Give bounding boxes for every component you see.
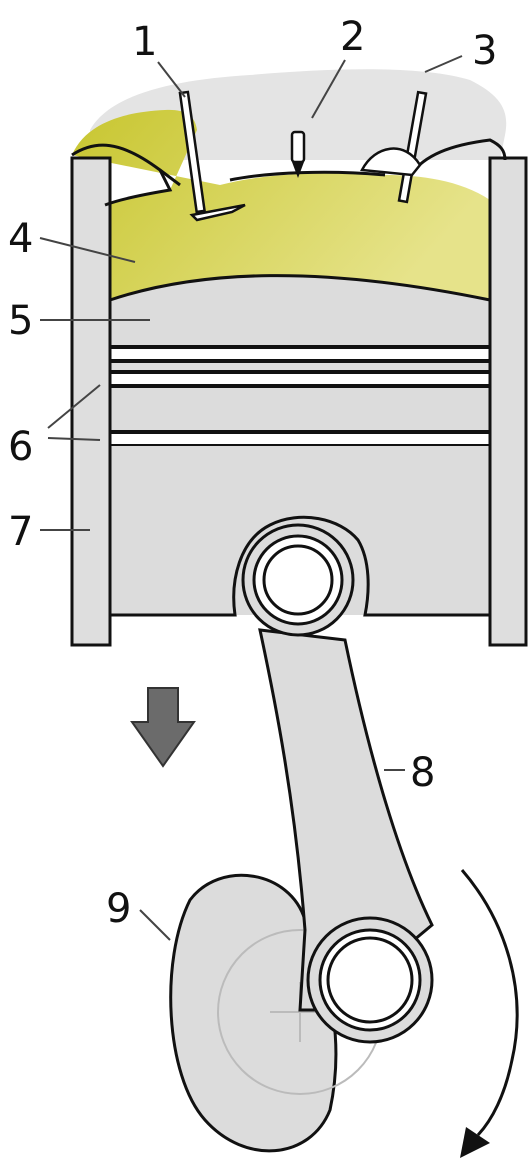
down-arrow-icon xyxy=(130,687,196,768)
intake-valve xyxy=(178,90,246,222)
cylinder-wall-right xyxy=(488,156,528,647)
callout-9: 9 xyxy=(106,886,131,932)
spark-plug xyxy=(290,130,306,178)
cylinder-wall-left xyxy=(70,156,112,647)
leader-lines xyxy=(39,55,463,941)
callout-3: 3 xyxy=(472,28,497,74)
callout-6: 6 xyxy=(8,424,33,470)
callout-5: 5 xyxy=(8,298,33,344)
callout-2: 2 xyxy=(340,14,365,60)
connecting-rod xyxy=(241,523,434,1044)
rotation-arrow-icon xyxy=(460,869,519,1158)
callout-7: 7 xyxy=(8,509,33,555)
callout-8: 8 xyxy=(410,750,435,796)
callout-4: 4 xyxy=(8,216,33,262)
callout-1: 1 xyxy=(132,19,157,65)
exhaust-valve xyxy=(360,90,428,204)
combustion-chamber xyxy=(72,109,490,300)
